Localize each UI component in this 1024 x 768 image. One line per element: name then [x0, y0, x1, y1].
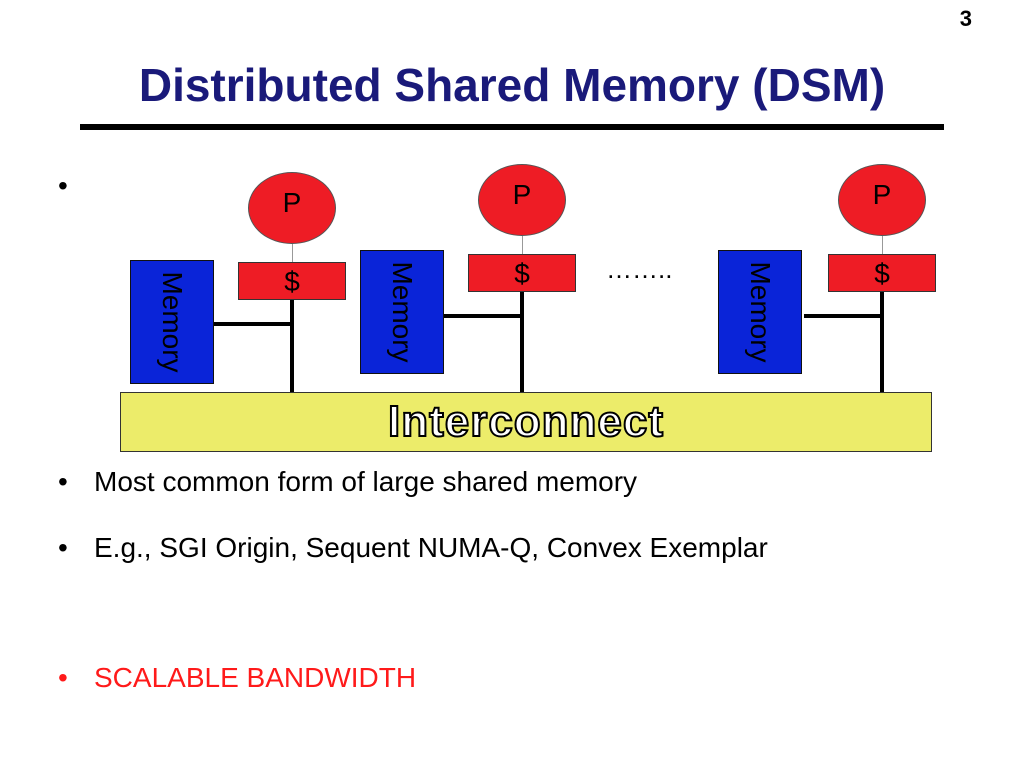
bullet-item-3: • E.g., SGI Origin, Sequent NUMA-Q, Conve… — [58, 532, 768, 564]
memory-3: Memory — [718, 250, 802, 374]
bullet-dot: • — [58, 170, 68, 201]
cache-bus-link-3 — [880, 292, 884, 392]
cache-bus-link-2 — [520, 292, 524, 392]
memory-link-1 — [214, 322, 292, 326]
processor-2: P — [478, 164, 566, 236]
bullet-item-1: • — [58, 170, 94, 202]
memory-link-3 — [804, 314, 882, 318]
memory-2: Memory — [360, 250, 444, 374]
slide-title: Distributed Shared Memory (DSM) — [138, 59, 886, 111]
interconnect-bus: Interconnect — [120, 392, 932, 452]
bullet-text-2: Most common form of large shared memory — [94, 466, 638, 497]
bullet-dot: • — [58, 662, 68, 693]
cache-2: $ — [468, 254, 576, 292]
proc-cache-link-1 — [292, 244, 293, 262]
bullet-text-3: E.g., SGI Origin, Sequent NUMA-Q, Convex… — [94, 532, 768, 563]
cache-3: $ — [828, 254, 936, 292]
page-number: 3 — [959, 6, 972, 31]
bullet-dot: • — [58, 466, 68, 497]
interconnect-label: Interconnect — [387, 396, 665, 447]
bullet-dot: • — [58, 532, 68, 563]
bullet-item-4: • SCALABLE BANDWIDTH — [58, 662, 416, 694]
bullet-text-4: SCALABLE BANDWIDTH — [94, 662, 417, 693]
processor-1: P — [248, 172, 336, 244]
memory-label-1: Memory — [157, 271, 188, 373]
memory-label-2: Memory — [387, 261, 418, 363]
bullet-item-2: • Most common form of large shared memory — [58, 466, 637, 498]
title-rule — [80, 124, 944, 130]
proc-cache-link-2 — [522, 236, 523, 254]
processor-3: P — [838, 164, 926, 236]
cache-bus-link-1 — [290, 300, 294, 392]
memory-label-3: Memory — [745, 261, 776, 363]
memory-link-2 — [444, 314, 522, 318]
proc-cache-link-3 — [882, 236, 883, 254]
cache-1: $ — [238, 262, 346, 300]
memory-1: Memory — [130, 260, 214, 384]
more-nodes-ellipsis: …….. — [606, 254, 673, 284]
